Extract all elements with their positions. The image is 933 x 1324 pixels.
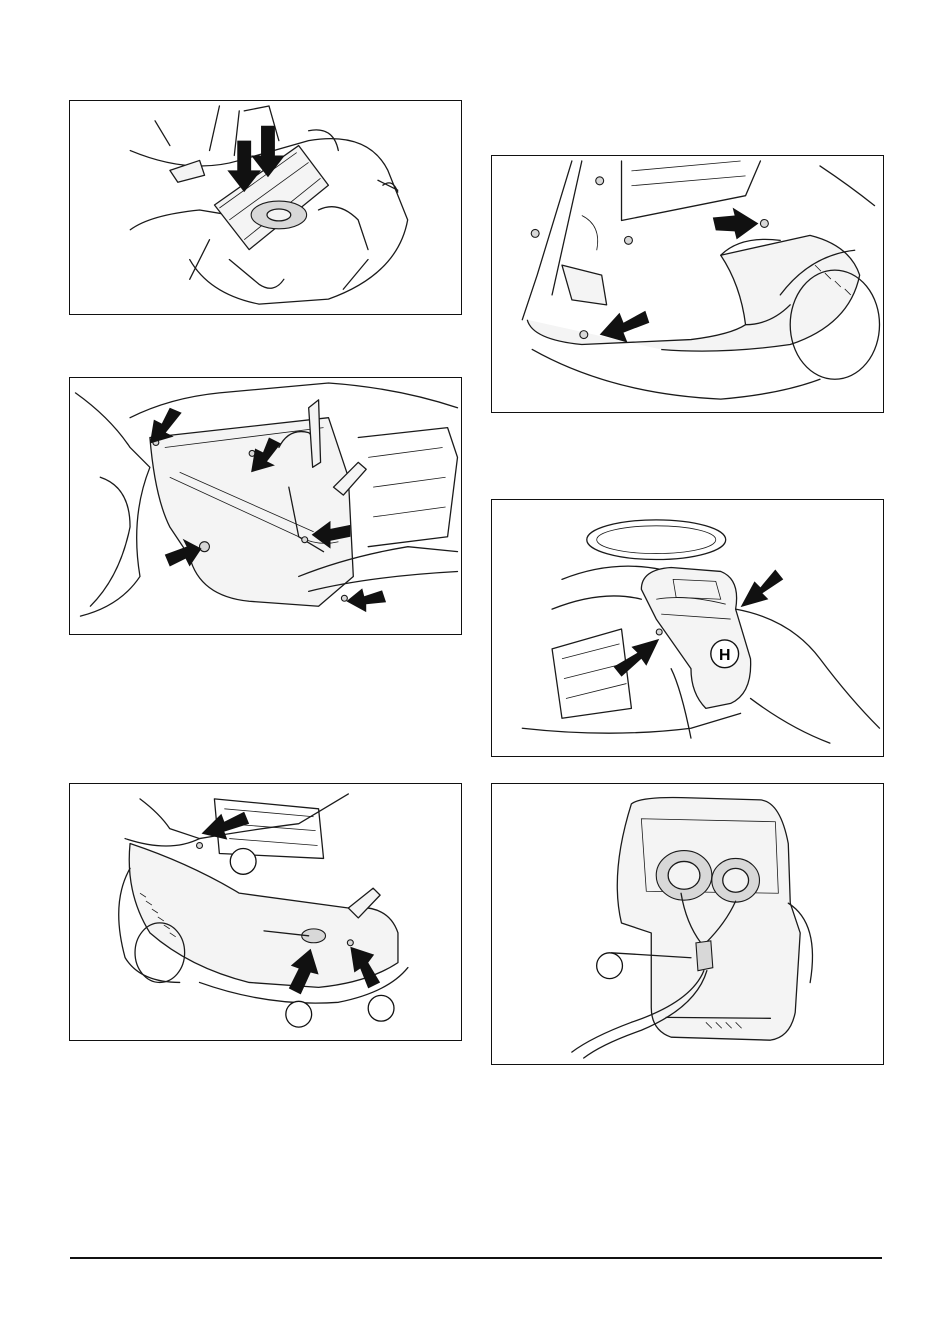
callout-2	[286, 1001, 312, 1027]
steering-cover-illustration: H	[492, 500, 883, 756]
side-panel-illustration	[70, 378, 461, 634]
figure-seat-plate	[69, 100, 462, 315]
arrow-icon	[202, 812, 250, 840]
arrow-icon	[614, 639, 660, 677]
svg-text:H: H	[719, 647, 730, 664]
callout-1	[597, 953, 623, 979]
figure-headlight-connector	[491, 783, 884, 1065]
callout-3	[368, 995, 394, 1021]
figure-front-fender-screws	[491, 155, 884, 413]
front-fender-illustration	[492, 156, 883, 412]
footer-rule	[70, 1257, 882, 1259]
headlight-illustration	[492, 784, 883, 1064]
arrow-icon	[346, 588, 386, 612]
figure-steering-column-cover: H	[491, 499, 884, 757]
arrow-icon	[741, 569, 784, 607]
callout-1	[230, 848, 256, 874]
figure-rear-fender-screws	[69, 783, 462, 1041]
rear-fender-illustration	[70, 784, 461, 1040]
arrow-icon	[713, 208, 759, 240]
brand-logo: H	[711, 640, 739, 668]
figure-left-side-panel	[69, 377, 462, 635]
seat-plate-illustration	[70, 101, 461, 314]
